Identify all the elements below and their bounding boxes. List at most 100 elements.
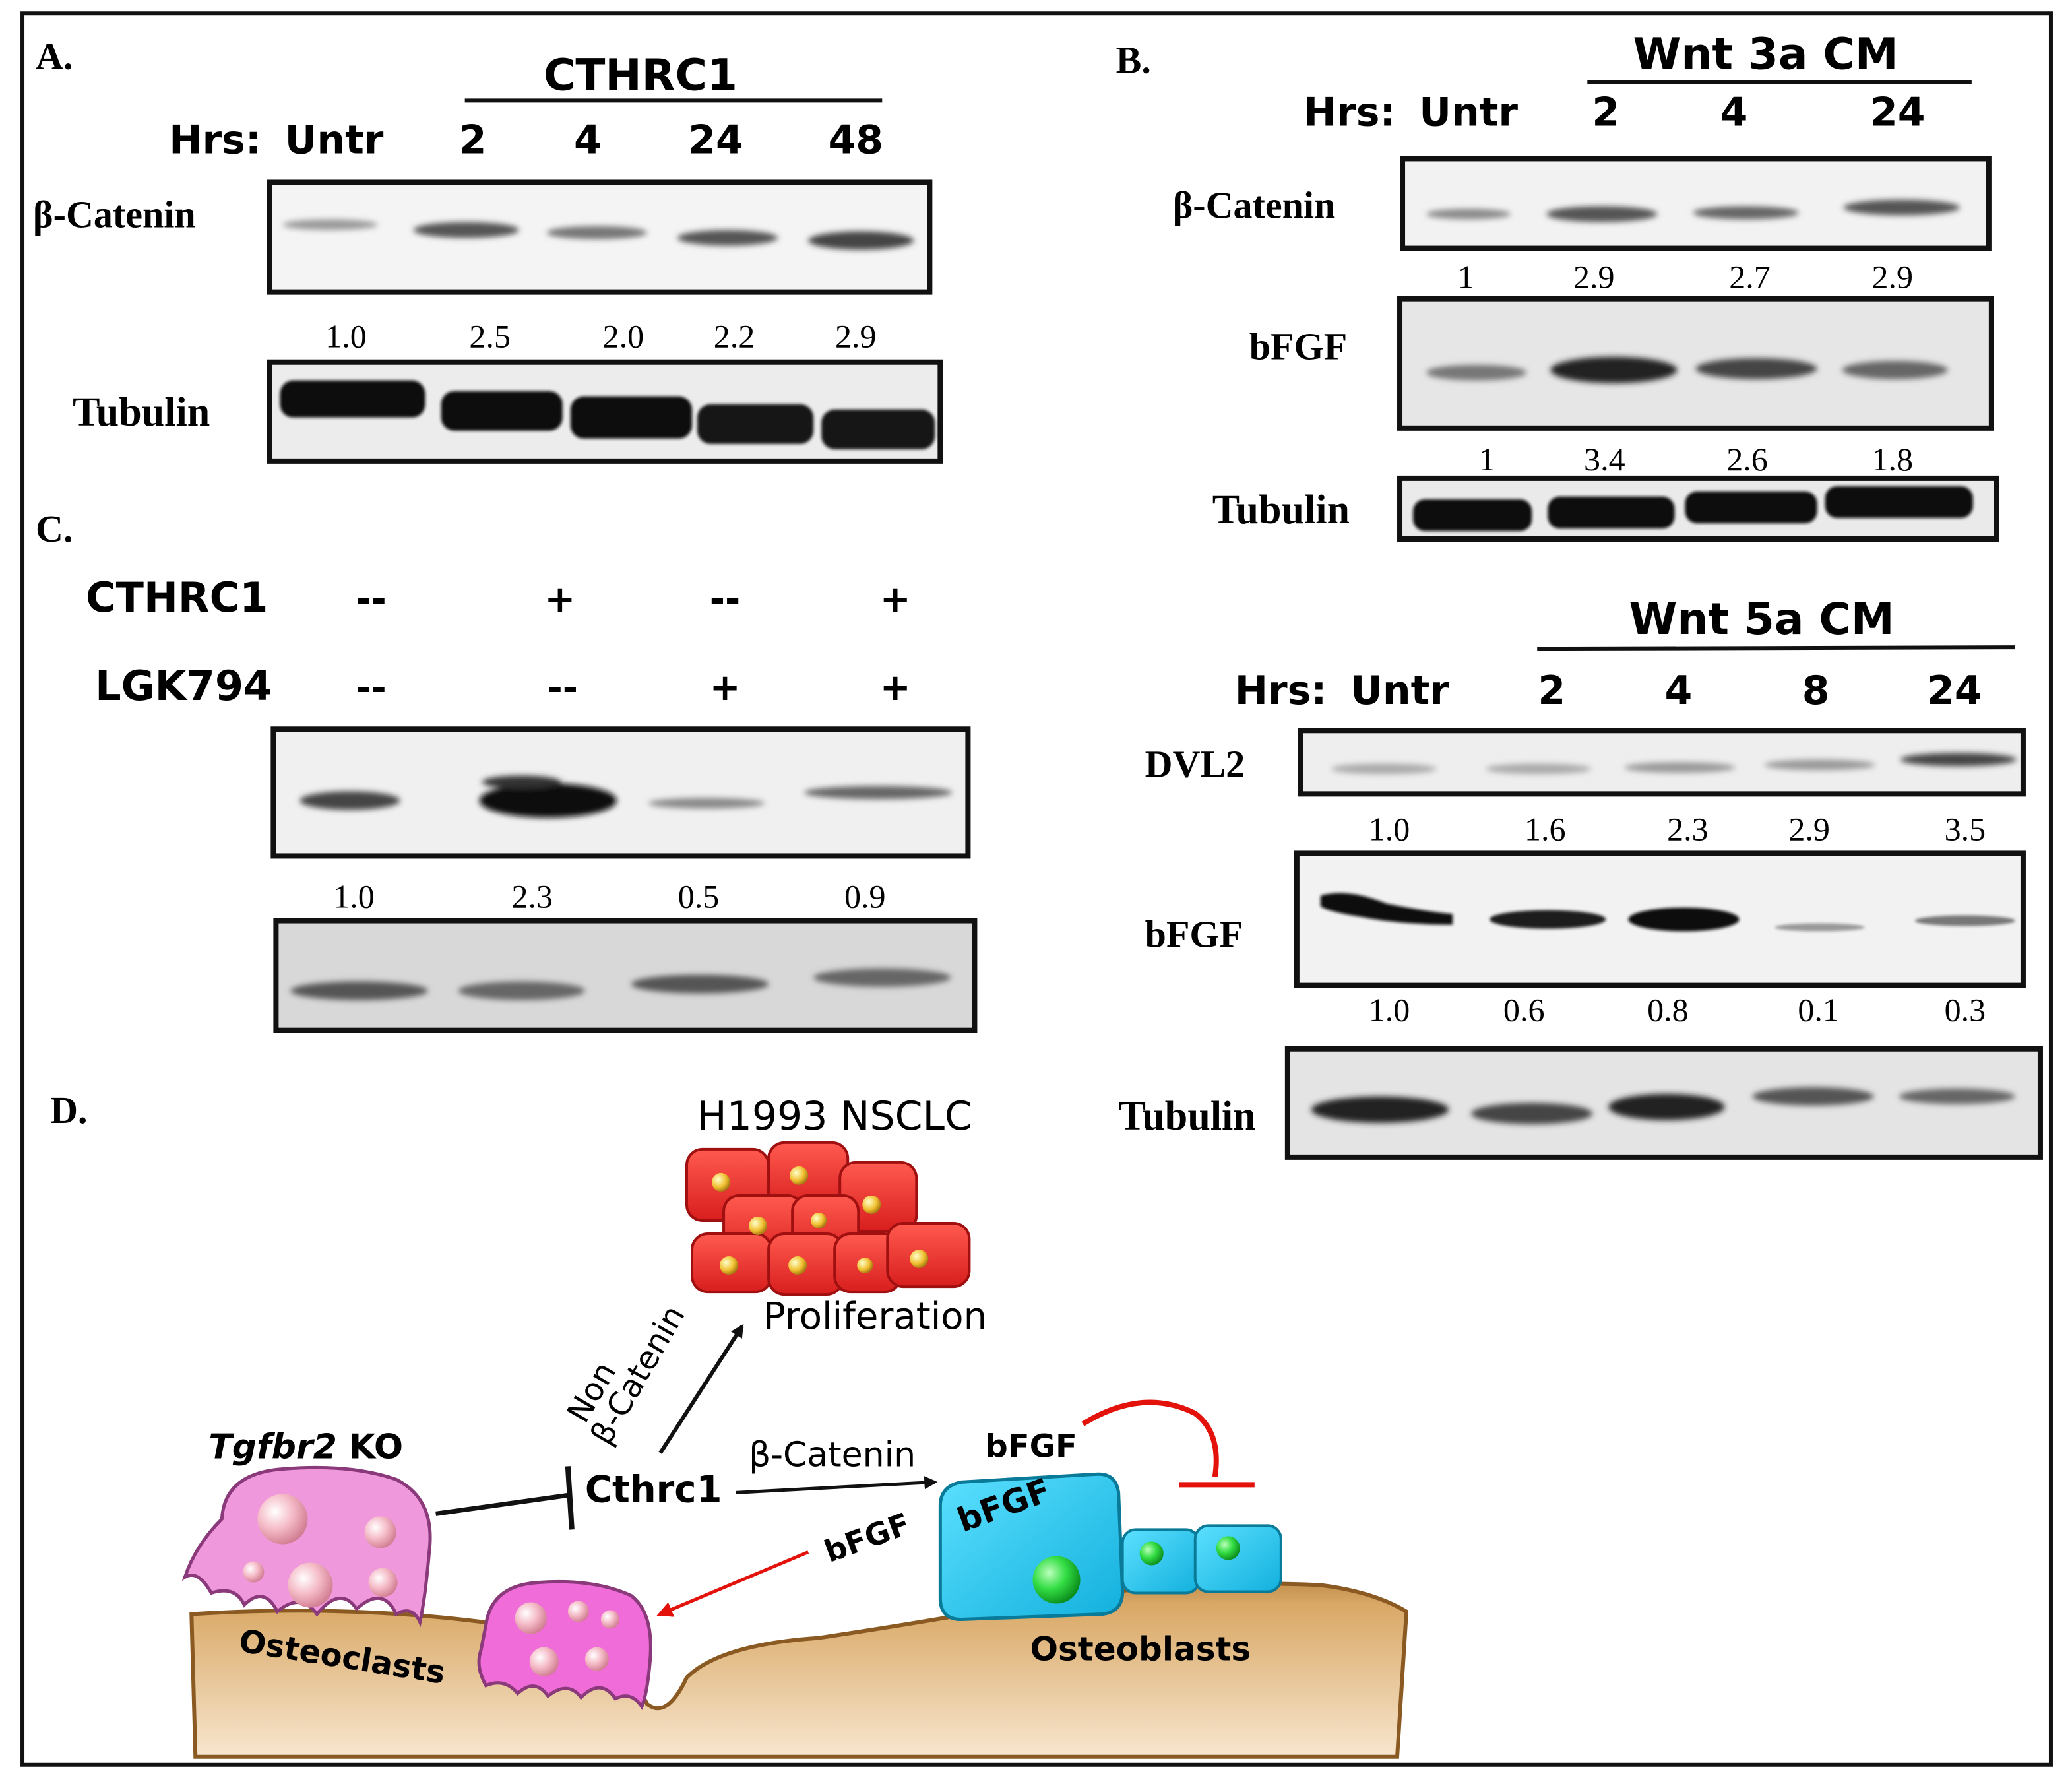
panel-b-bottom-treatment: Wnt 5a CM: [1629, 594, 1894, 645]
osteoblasts-label: Osteoblasts: [1030, 1630, 1251, 1669]
panel-b-top-lane-2: 2: [1592, 89, 1619, 135]
panel-b-bottom-treatment-line: [1537, 645, 2015, 651]
panel-b-top-blot3-label: Tubulin: [1212, 488, 1350, 532]
bfgf-red-arrow: [656, 1550, 809, 1617]
panel-b-bottom-blot3-label: Tubulin: [1119, 1094, 1256, 1139]
panel-a-treatment: CTHRC1: [544, 49, 738, 100]
panel-a-quant-2: 2.5: [469, 318, 511, 355]
panel-c-row2-label: LGK794: [95, 662, 272, 710]
panel-a-quant-4: 2.2: [714, 318, 755, 355]
panel-b-wnt5a: Wnt 5a CM Hrs: Untr 2 4 8 24 DVL2 1.0 1.…: [1119, 594, 2043, 1160]
panel-a-lane-4: 4: [574, 117, 602, 163]
panel-c-row1-1: --: [356, 578, 387, 621]
beta-catenin-arrow: [735, 1476, 938, 1494]
tgfbr2-gene-label: Tgfbr2 KO: [208, 1427, 403, 1467]
bfgf-autoinhibition-curve: [1081, 1399, 1219, 1477]
panel-b-bottom-quant2-5: 0.3: [1945, 992, 1986, 1029]
bfgf-top-label: bFGF: [985, 1428, 1077, 1465]
panel-b-bfgf-bands-2: [1320, 893, 2015, 932]
panel-a-quant-3: 2.0: [603, 318, 644, 355]
ko-inhibits-cthrc1-line: [435, 1492, 569, 1516]
panel-c-quant-3: 0.5: [678, 878, 720, 915]
panel-b-tubulin-bands: [1413, 486, 1973, 531]
panel-b-bottom-lane-untr: Untr: [1350, 668, 1449, 714]
cthrc1-label: Cthrc1: [585, 1468, 722, 1511]
panel-b-bottom-quant1-2: 1.6: [1524, 810, 1566, 847]
panel-a-quant-1: 1.0: [325, 318, 367, 355]
osteoblast-cells: [938, 1472, 1282, 1622]
panel-a-tubulin-bands: [280, 380, 935, 449]
panel-b-top-quant2-4: 1.8: [1871, 441, 1913, 478]
panel-b-bottom-quant2-2: 0.6: [1503, 992, 1545, 1029]
panel-a: A. CTHRC1 Hrs: Untr 2 4 24 48 β-Catenin …: [33, 34, 943, 464]
proliferation-arrow: [658, 1324, 744, 1454]
beta-catenin-arrow-label: β-Catenin: [749, 1435, 916, 1475]
panel-b-bottom-lane-4: 4: [1665, 668, 1693, 714]
panel-b-bottom-quant1-3: 2.3: [1667, 810, 1709, 847]
panel-b-dvl2-blot: [1298, 728, 2026, 797]
panel-b-top-quant2-2: 3.4: [1584, 441, 1625, 478]
panel-b-bottom-blot1-label: DVL2: [1145, 742, 1245, 785]
panel-a-letter: A.: [36, 34, 73, 77]
panel-c-row1-2: +: [544, 578, 575, 621]
panel-c-row2-1: --: [356, 666, 387, 709]
panel-b-bfgf-bands: [1426, 356, 1948, 383]
panel-b-bottom-hrs-label: Hrs:: [1235, 668, 1327, 714]
panel-c-row1-label: CTHRC1: [86, 573, 268, 622]
panel-c: C. CTHRC1 -- + -- + LGK794 -- -- + + 1.0…: [36, 507, 978, 1033]
panel-b-beta-catenin-bands: [1426, 199, 1960, 222]
panel-c-row1-4: +: [880, 578, 911, 621]
panel-b: B. Wnt 3a CM Hrs: Untr 2 4 24 β-Catenin …: [1116, 28, 1999, 542]
panel-b-bottom-lane-8: 8: [1802, 668, 1830, 714]
panel-a-hrs-label: Hrs:: [169, 117, 261, 163]
panel-a-lane-24: 24: [688, 117, 743, 163]
panel-b-top-lane-untr: Untr: [1419, 89, 1518, 135]
panel-b-top-blot2-label: bFGF: [1249, 325, 1347, 368]
panel-a-lane-untr: Untr: [285, 117, 384, 163]
panel-c-row2-3: +: [710, 666, 741, 709]
panel-b-bottom-quant2-4: 0.1: [1798, 992, 1839, 1029]
panel-b-bottom-quant1-1: 1.0: [1369, 810, 1410, 847]
panel-b-dvl2-bands: [1331, 753, 2017, 775]
panel-c-blot2-bands: [290, 968, 951, 1000]
panel-b-bottom-quant1-5: 3.5: [1945, 810, 1986, 847]
panel-b-top-quant1-2: 2.9: [1573, 259, 1615, 296]
panel-c-quant-1: 1.0: [333, 878, 375, 915]
proliferation-label: Proliferation: [763, 1295, 987, 1338]
panel-c-row2-4: +: [880, 666, 911, 709]
panel-b-bottom-lane-2: 2: [1538, 668, 1565, 714]
panel-a-lane-2: 2: [459, 117, 487, 163]
nsclc-cells: [685, 1141, 971, 1296]
ko-inhibits-cthrc1-bar: [565, 1466, 575, 1530]
panel-b-bottom-quant2-1: 1.0: [1369, 992, 1410, 1029]
panel-b-top-quant2-3: 2.6: [1726, 441, 1768, 478]
panel-b-top-lane-4: 4: [1720, 89, 1748, 135]
panel-b-top-treatment: Wnt 3a CM: [1633, 28, 1898, 79]
panel-b-top-quant1-3: 2.7: [1729, 259, 1771, 296]
panel-b-tubulin-bands-2: [1311, 1087, 2015, 1124]
panel-b-bottom-lane-24: 24: [1927, 668, 1982, 714]
panel-b-letter: B.: [1116, 38, 1151, 81]
panel-b-top-quant1-1: 1: [1458, 259, 1474, 296]
panel-b-top-lane-24: 24: [1870, 89, 1926, 135]
panel-c-quant-2: 2.3: [511, 878, 553, 915]
panel-c-quant-4: 0.9: [844, 878, 886, 915]
panel-b-bottom-quant2-3: 0.8: [1647, 992, 1689, 1029]
nsclc-title: H1993 NSCLC: [697, 1093, 972, 1139]
panel-b-top-blot1-label: β-Catenin: [1173, 184, 1336, 227]
panel-b-bottom-blot2-label: bFGF: [1145, 913, 1243, 956]
panel-b-top-hrs-label: Hrs:: [1303, 89, 1396, 135]
panel-a-blot1-label: β-Catenin: [33, 193, 196, 236]
panel-a-quant-5: 2.9: [835, 318, 877, 355]
panel-b-top-quant1-4: 2.9: [1871, 259, 1913, 296]
panel-a-blot2-label: Tubulin: [73, 390, 210, 435]
panel-d-letter: D.: [50, 1089, 87, 1132]
panel-c-blot1-bands: [299, 775, 953, 818]
panel-b-top-quant2-1: 1: [1479, 441, 1495, 478]
panel-c-row2-2: --: [548, 666, 579, 709]
panel-d: D. H1993 NSCLC Proliferation: [50, 1089, 1409, 1759]
panel-a-beta-catenin-bands: [282, 219, 914, 250]
panel-b-bottom-quant1-4: 2.9: [1788, 810, 1830, 847]
panel-a-lane-48: 48: [828, 117, 883, 163]
